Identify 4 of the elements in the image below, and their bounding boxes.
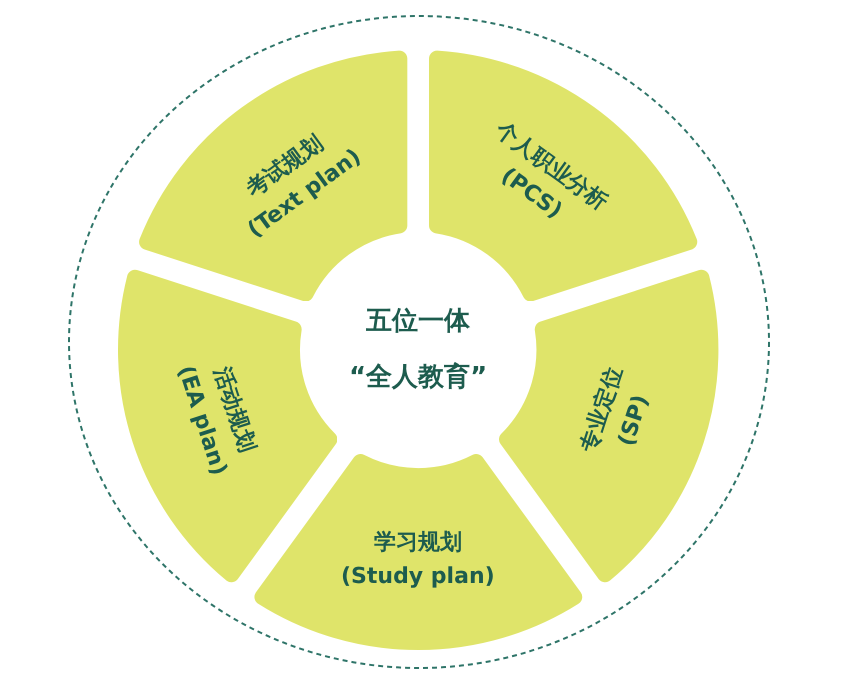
center-title: “全人教育”: [349, 363, 488, 393]
segment-title: 学习规划: [374, 530, 462, 556]
center-title: 五位一体: [366, 307, 470, 337]
segment-subtitle: (Study plan): [340, 564, 495, 590]
